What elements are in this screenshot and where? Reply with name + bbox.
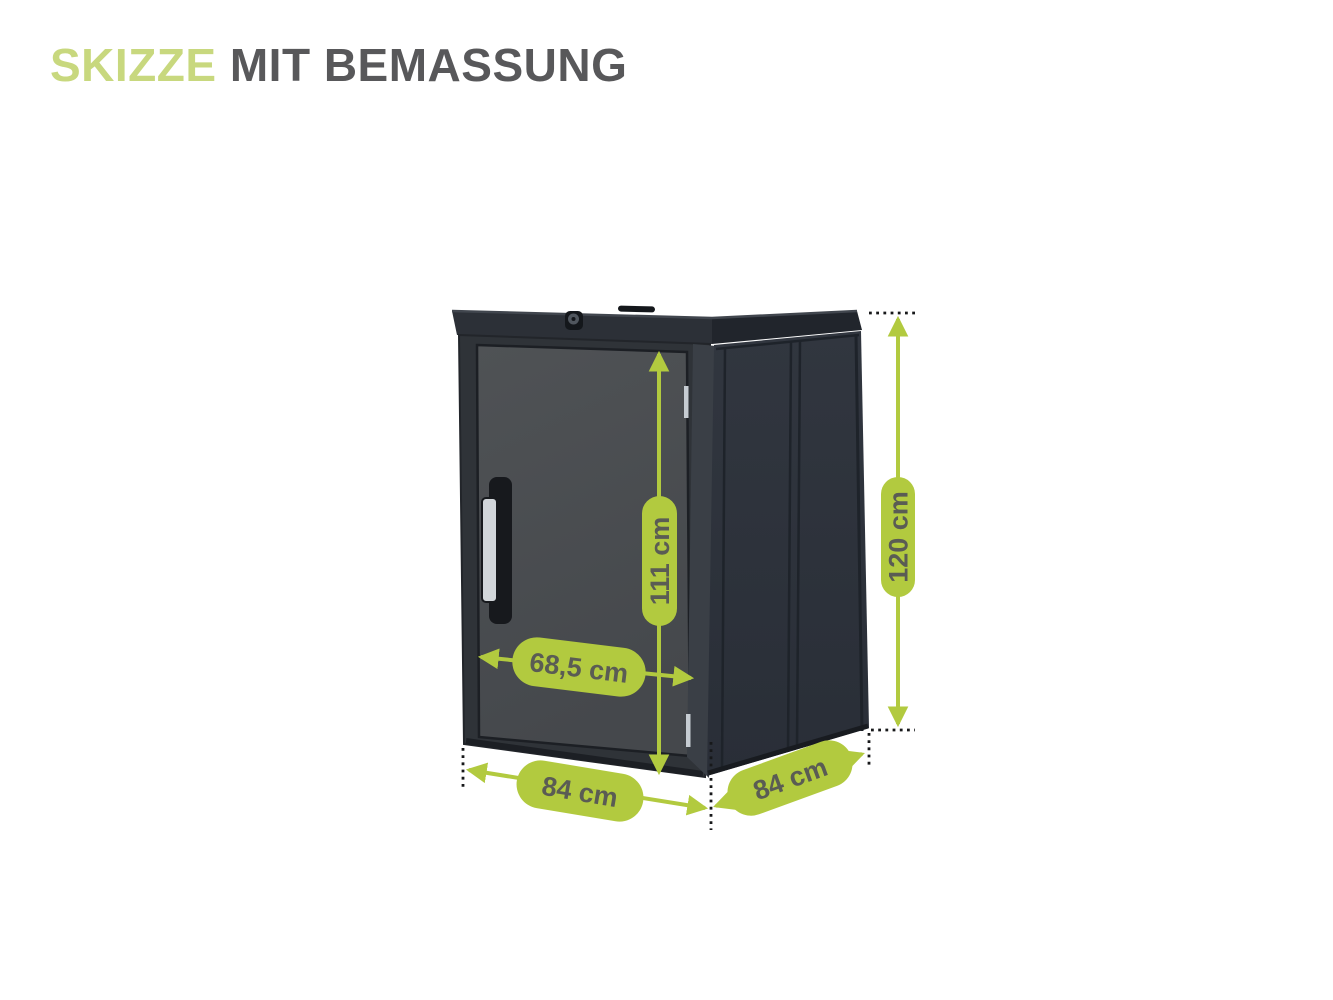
dim-label-door-height: 111 cm bbox=[642, 496, 677, 626]
side-seam-left bbox=[786, 341, 793, 753]
dim-label-total-height: 120 cm bbox=[881, 477, 915, 597]
page-title-rest: MIT BEMASSUNG bbox=[216, 39, 628, 91]
dim-value-total-height: 120 cm bbox=[884, 491, 914, 583]
dotted-extension-lines bbox=[461, 311, 917, 830]
dim-value-door-height: 111 cm bbox=[645, 517, 675, 606]
side-stile-back bbox=[854, 333, 864, 732]
cabinet-lid-top-edge bbox=[451, 309, 858, 320]
cabinet-lid-side bbox=[712, 311, 862, 344]
page-title: SKIZZE MIT BEMASSUNG bbox=[50, 38, 627, 92]
lid-slot bbox=[618, 305, 655, 313]
page-title-highlight: SKIZZE bbox=[50, 39, 217, 91]
door-handle-grip bbox=[481, 497, 498, 603]
side-stile-front bbox=[720, 347, 727, 771]
dim-label-door-width: 68,5 cm bbox=[512, 637, 646, 697]
dimension-labels: 111 cm 120 cm 68,5 cm 84 cm 84 cm bbox=[512, 477, 915, 822]
side-top-groove bbox=[715, 333, 860, 351]
door-hinge-top bbox=[684, 386, 689, 418]
side-seam-right bbox=[795, 340, 802, 750]
door-hinge-bottom bbox=[686, 714, 691, 747]
cabinet-side-face bbox=[707, 331, 869, 776]
lid-lock bbox=[565, 311, 583, 330]
dim-label-front-width: 84 cm bbox=[516, 760, 644, 822]
